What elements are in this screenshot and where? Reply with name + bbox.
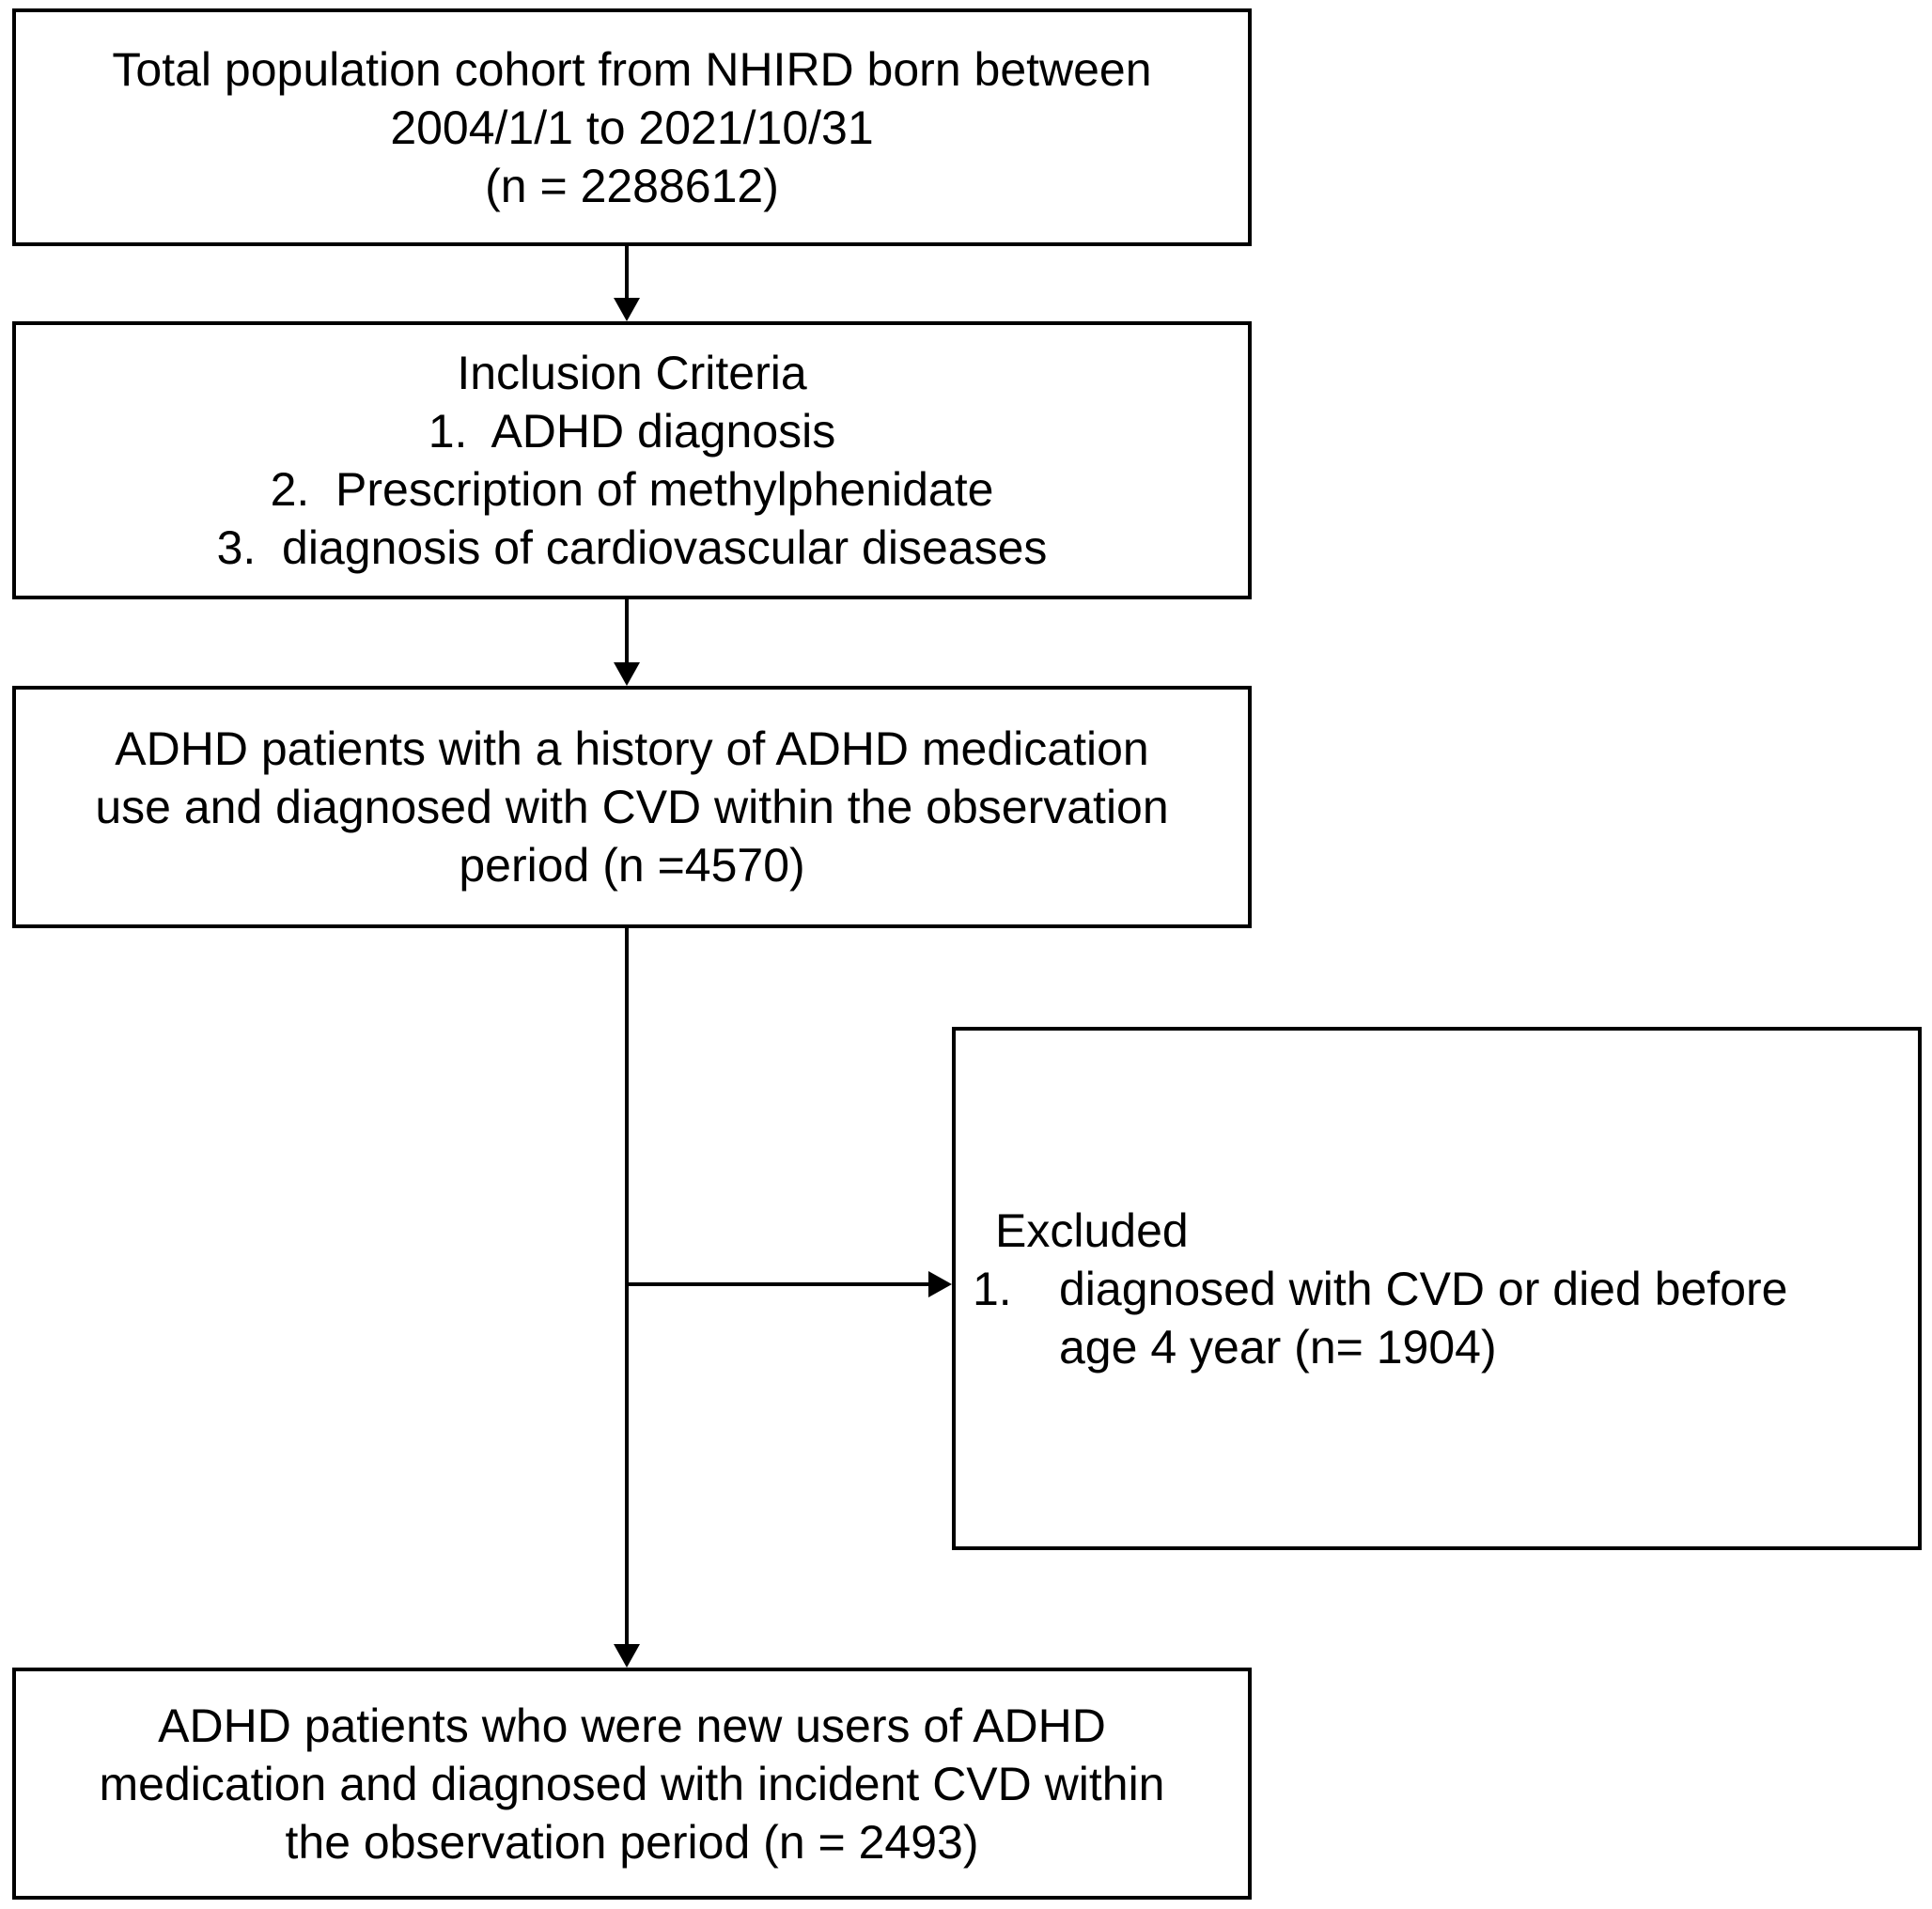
box-excluded-item: 1. diagnosed with CVD or died before age… <box>973 1260 1909 1376</box>
box-inclusion-item-1: 1. ADHD diagnosis <box>428 405 836 458</box>
box-inclusion-item-2: 2. Prescription of methylphenidate <box>270 463 994 516</box>
arrowhead-down-1 <box>614 298 640 321</box>
box-excluded: Excluded 1. diagnosed with CVD or died b… <box>952 1027 1922 1550</box>
box-inclusion-heading: Inclusion Criteria <box>457 347 807 399</box>
box-final-line-3: the observation period (n = 2493) <box>285 1815 979 1869</box>
box-history-line-3: period (n =4570) <box>459 839 805 892</box>
box-total-line-2: 2004/1/1 to 2021/10/31 <box>390 101 874 154</box>
connector-line-branch <box>627 1282 930 1286</box>
box-final-line-2: medication and diagnosed with incident C… <box>99 1757 1165 1810</box>
box-total-line-3: (n = 2288612) <box>485 159 779 212</box>
box-final-cohort: ADHD patients who were new users of ADHD… <box>12 1668 1252 1900</box>
box-excluded-item-text: diagnosed with CVD or died before age 4 … <box>1059 1260 1909 1376</box>
box-final-line-1: ADHD patients who were new users of ADHD <box>158 1699 1106 1752</box>
box-excluded-heading: Excluded <box>995 1203 1189 1257</box>
arrowhead-down-2 <box>614 662 640 686</box>
arrowhead-down-3 <box>614 1644 640 1668</box>
box-excluded-item-line-1: diagnosed with CVD or died before <box>1059 1262 1788 1315</box>
box-history-line-1: ADHD patients with a history of ADHD med… <box>115 722 1149 775</box>
box-total-population: Total population cohort from NHIRD born … <box>12 8 1252 246</box>
box-inclusion-item-3: 3. diagnosis of cardiovascular diseases <box>216 521 1048 574</box>
box-total-line-1: Total population cohort from NHIRD born … <box>112 42 1152 96</box>
box-history-line-2: use and diagnosed with CVD within the ob… <box>95 781 1169 833</box>
box-inclusion-criteria: Inclusion Criteria 1. ADHD diagnosis 2. … <box>12 321 1252 599</box>
box-excluded-item-line-2: age 4 year (n= 1904) <box>1059 1320 1497 1374</box>
connector-line-1 <box>625 246 629 301</box>
connector-line-3 <box>625 928 629 1647</box>
box-adhd-history: ADHD patients with a history of ADHD med… <box>12 686 1252 928</box>
arrowhead-right-excluded <box>928 1271 952 1297</box>
box-excluded-item-number: 1. <box>973 1262 1012 1315</box>
connector-line-2 <box>625 599 629 665</box>
